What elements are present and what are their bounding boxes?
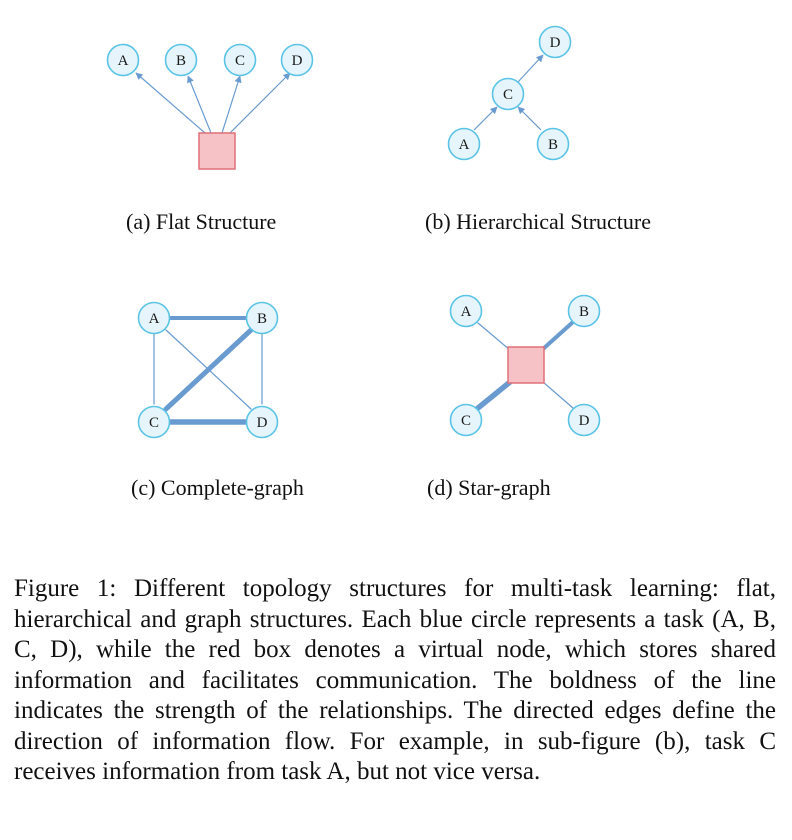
node-label: B [176, 53, 186, 69]
node-c-D: D [245, 405, 279, 439]
node-d-A: A [449, 294, 483, 328]
subfigure-caption-c: (c) Complete-graph [131, 475, 304, 500]
node-label: D [257, 415, 268, 431]
node-b-B: B [536, 127, 570, 161]
node-label: B [257, 311, 267, 327]
node-label: A [118, 53, 129, 69]
edge-b-C-to-D [517, 54, 544, 83]
node-label: B [579, 304, 589, 320]
edge-b-B-to-C [517, 106, 542, 131]
edge-a-virtual-to-A [135, 72, 206, 134]
edge-d-D-virtual [542, 381, 574, 409]
node-label: C [461, 413, 471, 429]
subfigure-c: A B C D [137, 301, 279, 439]
edges-c [153, 316, 263, 425]
edges-a [135, 72, 291, 134]
node-label: A [461, 304, 472, 320]
node-a-C: C [223, 43, 257, 77]
edge-d-B-virtual [541, 320, 575, 351]
virtual-node-d [507, 346, 545, 384]
node-b-C: C [491, 77, 525, 111]
subfigure-d: A B C D [449, 294, 601, 437]
node-label: D [550, 35, 561, 51]
node-c-C: C [137, 405, 171, 439]
node-label: B [548, 137, 558, 153]
edges-b [473, 54, 544, 131]
node-c-B: B [245, 301, 279, 335]
edge-a-virtual-to-D [229, 72, 291, 134]
edge-a-virtual-to-B [187, 75, 212, 134]
edge-d-C-virtual [475, 379, 513, 411]
node-label: D [579, 413, 590, 429]
subfigure-caption-d: (d) Star-graph [427, 475, 551, 500]
node-a-A: A [106, 43, 140, 77]
node-d-B: B [567, 294, 601, 328]
node-label: C [503, 87, 513, 103]
node-label: D [292, 53, 303, 69]
node-b-A: A [447, 127, 481, 161]
virtual-node-a [198, 132, 236, 170]
edge-c-B-C [163, 327, 254, 412]
edge-d-A-virtual [477, 322, 511, 351]
subfigure-b: D C A B [447, 25, 572, 161]
node-a-B: B [164, 43, 198, 77]
figure-caption: Figure 1: Different topology structures … [14, 575, 776, 785]
edge-a-virtual-to-C [221, 75, 242, 134]
node-b-D: D [538, 25, 572, 59]
edges-d [475, 320, 575, 411]
node-a-D: D [280, 43, 314, 77]
node-label: A [149, 311, 160, 327]
figure: A B C D D [106, 25, 651, 500]
node-d-C: C [449, 403, 483, 437]
subfigure-caption-a: (a) Flat Structure [126, 209, 277, 234]
node-label: A [459, 137, 470, 153]
subfigure-a: A B C D [106, 43, 314, 170]
node-label: C [149, 415, 159, 431]
node-c-A: A [137, 301, 171, 335]
subfigure-caption-b: (b) Hierarchical Structure [425, 209, 651, 234]
figure-diagram: A B C D D [106, 25, 601, 439]
node-label: C [235, 53, 245, 69]
node-d-D: D [567, 403, 601, 437]
edge-b-A-to-C [473, 106, 498, 131]
